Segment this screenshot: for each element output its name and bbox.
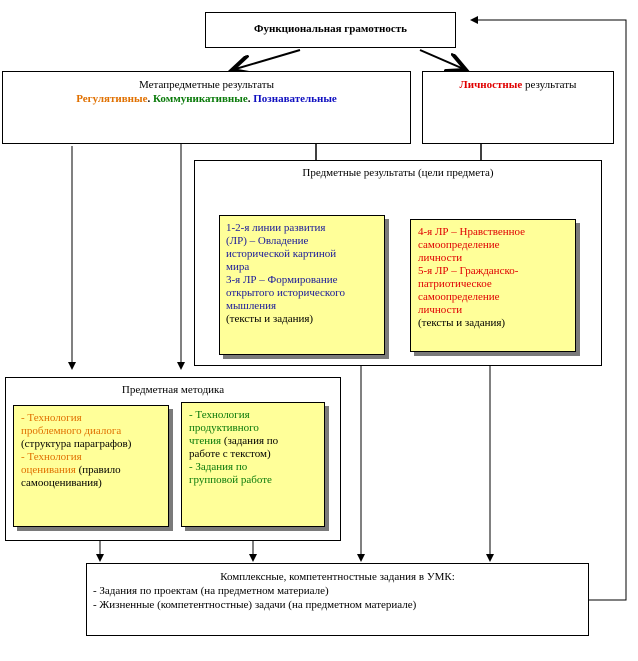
methodology-left-box: - Технология проблемного диалога (структ… [13, 405, 169, 527]
subject-left-note: (тексты и задания) [226, 313, 314, 325]
subject-right-box: 4-я ЛР – Нравственное самоопределение ли… [410, 219, 576, 352]
methodology-title: Предметная методика [121, 384, 225, 396]
subject-left-lines: 1-2-я линии развития (ЛР) – Овладение ис… [226, 222, 345, 326]
meta-results-title: Метапредметные результаты [139, 79, 274, 91]
method-right-b2: групповой работе [189, 474, 272, 486]
subject-right-line: личности [418, 304, 463, 316]
regulative-label: Регулятивные [76, 93, 148, 105]
complex-tasks-title: Комплексные, компетентностные задания в … [220, 571, 455, 583]
personal-results-box: Личностные результаты [422, 71, 614, 144]
subject-right-line: 5-я ЛР – Гражданско- [418, 265, 519, 277]
communicative-label: Коммуникативные [152, 93, 248, 105]
methodology-right-box: - Технология продуктивного чтения (задан… [181, 402, 325, 527]
complex-task-item-2: - Жизненные (компетентностные) задачи (н… [93, 599, 417, 611]
method-left-a1: - Технология [21, 412, 82, 424]
meta-results-types: Регулятивные. Коммуникативные. Познавате… [3, 93, 410, 106]
method-left-b3: (правило [75, 464, 121, 476]
subject-left-line: 3-я ЛР – Формирование [226, 274, 338, 286]
subject-right-lines: 4-я ЛР – Нравственное самоопределение ли… [418, 226, 525, 330]
arrow-top-to-personal [419, 49, 466, 70]
cognitive-label: Познавательные [253, 93, 337, 105]
subject-right-line: 4-я ЛР – Нравственное [418, 226, 525, 238]
subject-left-box: 1-2-я линии развития (ЛР) – Овладение ис… [219, 215, 385, 355]
subject-right-line: самоопределение [418, 291, 500, 303]
method-left-b1: - Технология [21, 451, 82, 463]
method-left-a2: проблемного диалога [21, 425, 122, 437]
arrow-top-to-meta [232, 49, 301, 70]
feedback-loop-line [470, 16, 627, 601]
subject-right-line: самоопределение [418, 239, 500, 251]
complex-tasks-box: Комплексные, компетентностные задания в … [86, 563, 589, 636]
personal-results-title: Личностные результаты [423, 79, 613, 92]
subject-results-title: Предметные результаты (цели предмета) [302, 167, 494, 179]
method-left-a3: (структура параграфов) [21, 438, 132, 450]
method-right-a5: работе с текстом) [189, 448, 271, 460]
subject-left-line: мышления [226, 300, 277, 312]
subject-right-line: патриотическое [418, 278, 492, 290]
meta-results-box: Метапредметные результаты Регулятивные. … [2, 71, 411, 144]
method-left-b2: оценивания [21, 464, 76, 476]
methodology-left-text: - Технология проблемного диалога (структ… [21, 412, 131, 490]
method-right-b1: - Задания по [189, 461, 248, 473]
subject-left-line: (ЛР) – Овладение [226, 235, 309, 247]
method-left-b4: самооценивания) [21, 477, 102, 489]
meta-separator-2: . [247, 93, 254, 105]
subject-right-note: (тексты и задания) [418, 317, 506, 329]
method-right-a2: продуктивного [189, 422, 259, 434]
functional-literacy-box: Функциональная грамотность [205, 12, 456, 48]
subject-left-line: исторической картиной [226, 248, 337, 260]
complex-task-item-1: - Задания по проектам (на предметном мат… [93, 585, 329, 597]
subject-left-line: мира [226, 261, 250, 273]
personal-rest: результаты [522, 79, 577, 91]
personal-highlight: Личностные [459, 79, 523, 91]
method-right-a1: - Технология [189, 409, 250, 421]
methodology-right-text: - Технология продуктивного чтения (задан… [189, 409, 278, 487]
meta-separator-1: . [147, 93, 153, 105]
method-right-a4: (задания по [221, 435, 279, 447]
method-right-a3: чтения [189, 435, 222, 447]
subject-right-line: личности [418, 252, 463, 264]
functional-literacy-title: Функциональная грамотность [254, 23, 407, 35]
subject-left-line: открытого исторического [226, 287, 345, 299]
subject-left-line: 1-2-я линии развития [226, 222, 326, 234]
